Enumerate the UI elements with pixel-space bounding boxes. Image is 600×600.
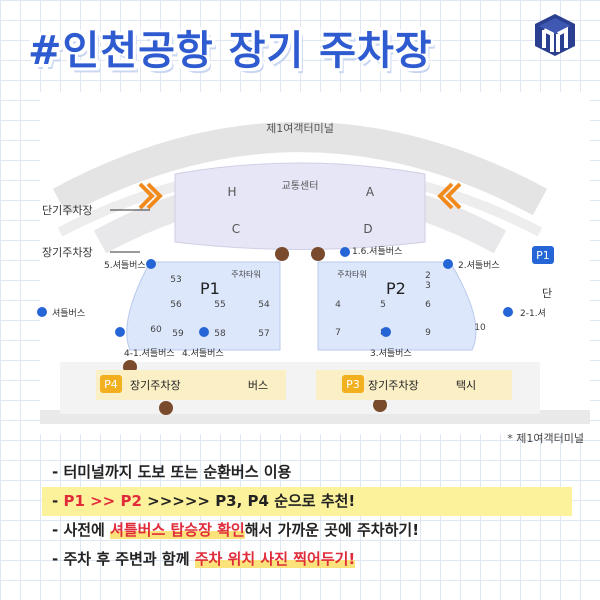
tip-text: - 터미널까지 도보 또는 순환버스 이용	[52, 463, 292, 481]
p2-cell: 7	[335, 328, 341, 338]
bus-icon	[199, 327, 209, 337]
shuttle-stop-label: 3.셔틀버스	[370, 348, 412, 359]
tips-list: - 터미널까지 도보 또는 순환버스 이용 - P1 >> P2 >>>>> P3…	[42, 458, 572, 574]
p2-cell: 2	[425, 271, 431, 281]
p1-cell: 58	[214, 329, 226, 339]
tip-item: - 터미널까지 도보 또는 순환버스 이용	[52, 458, 572, 487]
tip-text: >>>>> P3, P4 순으로 추천!	[141, 492, 356, 510]
p1-cell: 53	[170, 275, 181, 285]
zone-c-label: C	[232, 222, 240, 236]
p1-cell: 54	[258, 300, 270, 310]
zone-d-label: D	[363, 222, 372, 236]
tip-text: -	[52, 492, 64, 510]
p2-cell: 5	[380, 300, 386, 310]
p2-cell: 9	[425, 328, 431, 338]
bus-icon	[37, 307, 47, 317]
shuttle-stop-label: 2.셔틀버스	[458, 260, 500, 271]
pin-icons	[123, 247, 387, 415]
location-pin-icon	[311, 247, 325, 261]
shuttle-stop-label: 5.셔틀버스	[104, 260, 146, 271]
left-label-2: 장기주차장	[42, 246, 93, 259]
p4-side-label: 버스	[248, 379, 268, 392]
p1-block-label: P1	[200, 279, 220, 298]
transport-center-label: 교통센터	[282, 180, 319, 192]
p2-block-label: P2	[386, 279, 406, 298]
p1-cells: 53 56 55 54 60 59 58 57	[150, 275, 270, 339]
tip-item: - 주차 후 주변과 함께 주차 위치 사진 찍어두기!	[52, 545, 572, 574]
p1-cell: 60	[150, 325, 162, 335]
shuttle-bus-icons	[37, 247, 513, 337]
p4-badge: P4	[104, 378, 118, 391]
p1-tower-label: 주차타워	[231, 270, 260, 279]
tip-text: P1 >> P2	[63, 492, 142, 510]
right-edge-label: 단	[542, 287, 552, 300]
shuttle-stop-label: 4.셔틀버스	[182, 348, 224, 359]
page-title: #인천공항 장기 주차장	[28, 28, 433, 74]
tip-text: 해서 가까운 곳에 주차하기!	[244, 521, 420, 539]
terminal-name-label: 제1여객터미널	[266, 122, 334, 135]
p1-cell: 55	[214, 300, 225, 310]
parking-map: 제1여객터미널 교통센터 H A C D 단기주차장 장기주차장 P1 단 P1…	[0, 92, 600, 442]
p1-cell: 57	[258, 329, 269, 339]
bus-icon	[115, 327, 125, 337]
p4-label: 장기주차장	[130, 379, 181, 392]
p2-cell: 10	[474, 323, 486, 333]
p2-tower-label: 주차타워	[337, 270, 366, 279]
p2-cell: 4	[335, 300, 341, 310]
shuttle-stop-label: 4-1.셔틀버스	[124, 348, 175, 359]
p1-badge-right: P1	[536, 249, 550, 262]
location-pin-icon	[159, 401, 173, 415]
bus-icon	[146, 259, 156, 269]
bus-icon	[443, 259, 453, 269]
p3-badge: P3	[346, 378, 360, 391]
left-label-1: 단기주차장	[42, 204, 93, 217]
left-chevron-icon	[138, 182, 163, 210]
p1-cell: 56	[170, 300, 182, 310]
tip-item: - P1 >> P2 >>>>> P3, P4 순으로 추천!	[42, 487, 572, 516]
tip-text: - 사전에	[52, 521, 111, 539]
shuttle-stop-label: 셔틀버스	[52, 308, 85, 319]
p2-cell: 3	[425, 281, 431, 291]
location-pin-icon	[275, 247, 289, 261]
bus-icon	[381, 327, 391, 337]
zone-a-label: A	[366, 185, 375, 199]
tip-text: - 주차 후 주변과 함께	[52, 550, 195, 568]
location-pin-icon	[373, 398, 387, 412]
tip-text: 주차 위치 사진 찍어두기!	[194, 550, 356, 568]
shuttle-stop-label: 1.6.셔틀버스	[352, 246, 402, 257]
tip-item: - 사전에 셔틀버스 탑승장 확인해서 가까운 곳에 주차하기!	[52, 516, 572, 545]
brand-logo-icon	[535, 14, 575, 56]
map-footnote: * 제1여객터미널	[507, 432, 584, 445]
zone-h-label: H	[227, 185, 236, 199]
tip-text: 셔틀버스 탑승장 확인	[110, 521, 245, 539]
p2-cell: 6	[425, 300, 431, 310]
p3-label: 장기주차장	[368, 379, 419, 392]
bus-icon	[340, 247, 350, 257]
shuttle-stop-label: 2-1.셔	[520, 308, 546, 319]
bus-icon	[503, 307, 513, 317]
p3-side-label: 택시	[456, 379, 476, 392]
p1-cell: 59	[172, 329, 184, 339]
right-chevron-icon	[437, 182, 462, 210]
